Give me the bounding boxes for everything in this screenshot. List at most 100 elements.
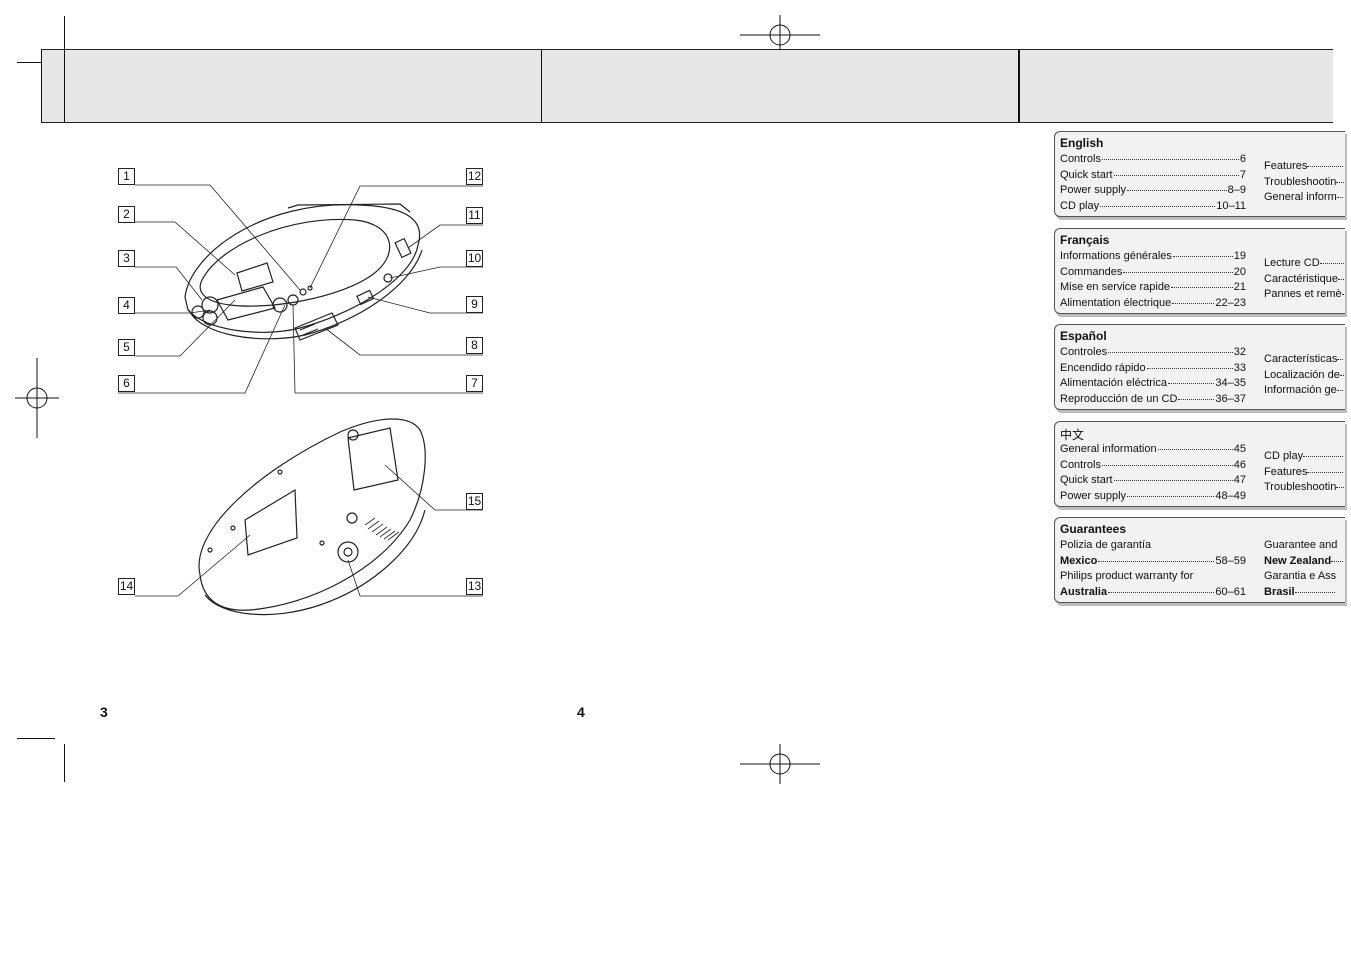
- toc-entry[interactable]: Alimentación eléctrica 34–35: [1060, 377, 1246, 391]
- callout-5: 5: [118, 339, 135, 356]
- toc-entry-page: 58–59: [1215, 554, 1246, 567]
- toc-entry[interactable]: Philips product warranty for: [1060, 570, 1246, 584]
- toc-entry-label: Controls: [1060, 153, 1101, 165]
- toc-entry-right[interactable]: Pannes et remè: [1264, 288, 1344, 302]
- toc-entry-page: 60–61: [1215, 585, 1246, 598]
- toc-entry[interactable]: Australia 60–61: [1060, 586, 1246, 600]
- dot-leader: [1101, 159, 1239, 160]
- toc-entry-page: 46: [1233, 458, 1246, 471]
- callout-13: 13: [466, 578, 483, 595]
- toc-entry[interactable]: CD play 10–11: [1060, 200, 1246, 214]
- toc-entry-right[interactable]: Lecture CD: [1264, 257, 1344, 271]
- toc-entry-page: 10–11: [1216, 199, 1246, 212]
- toc-entry-label: Polizia de garantía: [1060, 539, 1152, 551]
- header-band: [41, 49, 1333, 123]
- toc-entry-label: Controls: [1060, 458, 1101, 471]
- toc-entry-label: Quick start: [1060, 168, 1113, 181]
- toc-entry-right[interactable]: Troubleshootin: [1264, 481, 1344, 495]
- toc-entry-right[interactable]: New Zealand: [1264, 555, 1344, 569]
- toc-entry-right[interactable]: CD play: [1264, 450, 1344, 464]
- toc-entry-label: CD play: [1060, 199, 1100, 212]
- toc-entry[interactable]: Controls 46: [1060, 459, 1246, 473]
- toc-entry-page: 34–35: [1215, 377, 1246, 389]
- callout-9: 9: [466, 296, 483, 313]
- page-number-left: 3: [100, 704, 108, 720]
- toc-entry[interactable]: Polizia de garantía: [1060, 539, 1246, 553]
- toc-entry-page: 22–23: [1215, 296, 1246, 309]
- toc-entry-label: Informations générales: [1060, 250, 1172, 262]
- dot-leader: [1172, 302, 1215, 304]
- toc-entry-right[interactable]: Garantia e Ass: [1264, 570, 1337, 582]
- toc-entry-right[interactable]: General inform: [1264, 191, 1344, 205]
- toc-entry-page: 7: [1239, 168, 1246, 181]
- toc-section-title: English: [1060, 136, 1104, 150]
- callout-2: 2: [118, 206, 135, 223]
- dot-leader: [1127, 190, 1227, 191]
- toc-entry-label: Philips product warranty for: [1060, 570, 1194, 582]
- callout-6: 6: [118, 375, 135, 392]
- page-number-right: 4: [577, 704, 585, 720]
- toc-entry-label: Reproducción de un CD: [1060, 392, 1178, 405]
- toc-entry-label: Alimentación eléctrica: [1060, 377, 1167, 389]
- toc-entry-right[interactable]: Brasil: [1264, 586, 1344, 600]
- callout-15: 15: [466, 493, 483, 510]
- dot-leader: [1113, 480, 1233, 481]
- callout-4: 4: [118, 297, 135, 314]
- toc-entry-label: Commandes: [1060, 265, 1123, 278]
- toc-entry-right[interactable]: Features: [1264, 160, 1344, 174]
- toc-entry[interactable]: Controls 6: [1060, 153, 1246, 167]
- dot-leader: [1168, 383, 1215, 384]
- toc-entry[interactable]: Commandes 20: [1060, 266, 1246, 280]
- callout-12: 12: [466, 168, 483, 185]
- toc-entry-right[interactable]: Información ge: [1264, 384, 1344, 398]
- dot-leader: [1113, 174, 1239, 176]
- toc-entry[interactable]: Alimentation électrique 22–23: [1060, 297, 1246, 311]
- toc-entry-page: 47: [1233, 474, 1246, 486]
- toc-entry-page: 48–49: [1215, 489, 1246, 502]
- toc-entry-page: 6: [1239, 153, 1246, 165]
- registration-mark-bottom: [740, 744, 820, 784]
- toc-entry-right[interactable]: Localización de: [1264, 369, 1344, 383]
- callout-3: 3: [118, 250, 135, 267]
- callout-1: 1: [118, 168, 135, 185]
- toc-entry[interactable]: Quick start 7: [1060, 169, 1246, 183]
- toc-entry-label: Encendido rápido: [1060, 361, 1146, 374]
- toc-entry-label: Quick start: [1060, 474, 1113, 486]
- toc-entry-page: 20: [1233, 265, 1246, 278]
- toc-entry-label: Alimentation électrique: [1060, 296, 1172, 309]
- toc-entry-page: 36–37: [1215, 392, 1246, 405]
- dot-leader: [1127, 495, 1215, 497]
- toc-section-title: 中文: [1060, 428, 1085, 442]
- toc-entry-right[interactable]: Features: [1264, 466, 1344, 480]
- toc-entry-right[interactable]: Guarantee and: [1264, 539, 1338, 551]
- toc-entry-right[interactable]: Caractéristique: [1264, 273, 1344, 287]
- toc-entry-page: 21: [1233, 281, 1246, 293]
- toc-entry-page: 45: [1233, 443, 1246, 455]
- header-divider: [1018, 49, 1020, 122]
- toc-entry[interactable]: Reproducción de un CD 36–37: [1060, 393, 1246, 407]
- callout-14: 14: [118, 578, 135, 595]
- header-divider: [64, 49, 65, 122]
- dot-leader: [1098, 560, 1215, 562]
- header-divider: [541, 49, 542, 122]
- toc-entry[interactable]: Quick start 47: [1060, 474, 1246, 488]
- dot-leader: [1171, 287, 1233, 288]
- toc-entry-right[interactable]: Características: [1264, 353, 1344, 367]
- toc-entry-label: Australia: [1060, 585, 1108, 598]
- toc-entry-right[interactable]: Troubleshootin: [1264, 176, 1344, 190]
- callout-8: 8: [466, 337, 483, 354]
- registration-mark-left: [15, 358, 59, 438]
